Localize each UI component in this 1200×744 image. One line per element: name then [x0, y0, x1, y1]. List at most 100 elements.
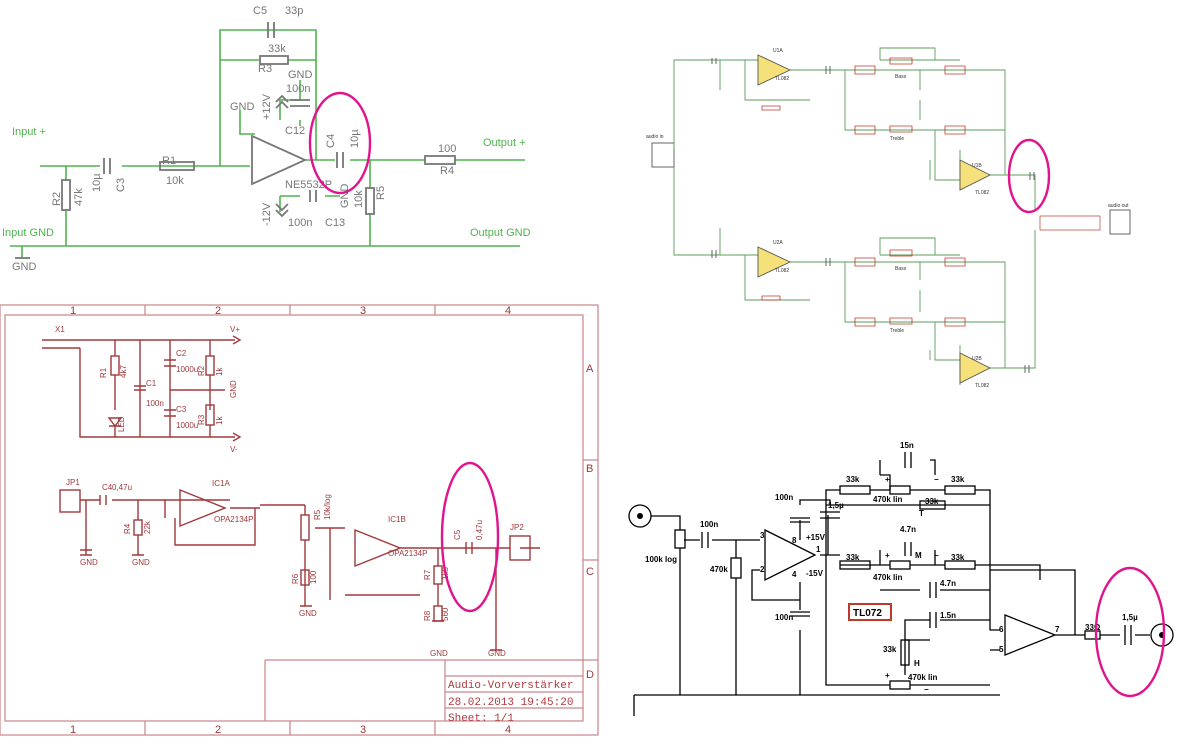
- pin8-label: 8: [792, 536, 797, 545]
- c5-value: 0,47u: [475, 520, 484, 540]
- r2-resistor: [205, 355, 215, 376]
- r4-resistor: [133, 519, 143, 536]
- highlight-c5-circle: [440, 461, 500, 613]
- panel-tl072-tone-control: 15n 33k 33k 470k lin T 100n 1,5µ 33k 100…: [628, 441, 1174, 716]
- c12-capacitor: [290, 99, 310, 107]
- input-jack-center: [637, 513, 643, 519]
- r2-label: R2: [197, 365, 206, 376]
- amp-wires: [80, 499, 540, 650]
- r-33-ohm: [1084, 630, 1101, 640]
- c13-label: C13: [325, 217, 345, 229]
- bass-label-1: Bass: [895, 74, 907, 80]
- c-15n-label: 15n: [900, 441, 914, 450]
- r-33k-f: [900, 639, 910, 666]
- u1a-opamp: [757, 54, 792, 86]
- u2a-opamp: [757, 246, 792, 278]
- pot-t-label: 470k lin: [873, 495, 902, 504]
- r-470k: [730, 557, 742, 579]
- ne5532-opamp: [251, 134, 308, 186]
- frame-col-2-bottom: 2: [215, 724, 221, 736]
- r3-resistor: [259, 55, 289, 65]
- c-4-7n: [904, 542, 937, 598]
- highlight-output-cap-circle-2: [1094, 566, 1166, 698]
- led-label: LED: [117, 416, 126, 432]
- pot-h-label: 470k lin: [908, 673, 937, 682]
- frame-col-2: 2: [215, 305, 221, 317]
- ic1b-label: IC1B: [388, 515, 406, 524]
- channel2-resistors: [761, 249, 966, 327]
- panel-ne5532-preamp: Input + Input GND GND Output + Output GN…: [2, 5, 531, 273]
- minus12v-arrow-icon: [275, 203, 289, 218]
- ic1b-opamp: [354, 528, 402, 568]
- title-block-lines: [264, 659, 583, 721]
- plus12v-arrow-icon: [275, 94, 289, 109]
- title-block-title: Audio-Vorverstärker: [448, 680, 573, 692]
- plus12v-label: +12V: [261, 93, 273, 120]
- c2-value: 1000u: [176, 365, 198, 374]
- sheet-frame-outer: [0, 304, 599, 736]
- output-mix-resistors: [1039, 215, 1101, 231]
- channel1-resistors: [761, 57, 966, 135]
- r6-value: 100: [309, 570, 318, 584]
- c3-capacitor: [103, 158, 111, 174]
- r1-value: 4k7: [119, 365, 128, 378]
- input-plus-label: Input +: [12, 126, 46, 138]
- led-diode: [107, 417, 123, 428]
- u1a-label: U1A: [773, 48, 783, 54]
- u2a-type: TL082: [775, 268, 789, 274]
- jp1-label: JP1: [66, 478, 80, 487]
- u1b-type: TL082: [975, 190, 989, 196]
- frame-row-a: A: [586, 363, 594, 375]
- c-47n-a-label: 4.7n: [900, 525, 916, 534]
- r2-value: 1k: [215, 367, 224, 376]
- r3-value: 1k: [215, 416, 224, 425]
- gnd-jp1-label: GND: [80, 558, 98, 567]
- pot-h-plus: +: [885, 671, 890, 680]
- opamp-2: [1004, 614, 1057, 656]
- frame-col-4-bottom: 4: [505, 724, 511, 736]
- r-33k-f-label: 33k: [883, 645, 897, 654]
- jp1-connector: [59, 489, 81, 513]
- r3-label: R3: [197, 414, 206, 425]
- frame-col-3-bottom: 3: [360, 724, 366, 736]
- u2b-label: U2B: [972, 356, 982, 362]
- psu-wires: [42, 339, 235, 438]
- c4-value: 0,47u: [112, 483, 132, 492]
- r3-value: 33k: [268, 43, 286, 55]
- u1a-type: TL082: [775, 76, 789, 82]
- panel-tl082-tone-control: audio in audio out U1A TL082 Bass Treble…: [646, 47, 1131, 389]
- c-47n-b-label: 4.7n: [940, 579, 956, 588]
- vplus-label: V+: [230, 325, 240, 334]
- jp2-label: JP2: [510, 523, 524, 532]
- c4-label: C4: [102, 483, 113, 492]
- pin1-label: 1: [816, 545, 821, 554]
- ground-rail: [10, 166, 520, 258]
- c4-label: C4: [325, 134, 337, 148]
- u2b-type: TL082: [975, 383, 989, 389]
- frame-ticks: [144, 305, 598, 735]
- r8-value: 560: [441, 607, 450, 621]
- pot-m-minus: −: [934, 551, 939, 560]
- pot-t-plus: +: [885, 475, 890, 484]
- r-33k-e: [944, 560, 976, 570]
- frame-col-1: 1: [70, 305, 76, 317]
- m-label: M: [915, 551, 922, 560]
- pot-h: [889, 680, 911, 690]
- psu-gnd-label: GND: [229, 380, 238, 398]
- c-1-5n: [929, 612, 937, 628]
- frame-row-c: C: [586, 566, 594, 578]
- r5-resistor: [365, 187, 375, 215]
- v-minus-label: -15V: [806, 569, 824, 578]
- r6-label: R6: [291, 573, 300, 584]
- r1-resistor: [159, 161, 195, 171]
- c3-value: 10µ: [91, 173, 103, 192]
- audio-out-label: audio out: [1108, 203, 1129, 209]
- title-block-sheet: Sheet: 1/1: [448, 713, 514, 725]
- r5-value: 10k/log: [323, 494, 332, 520]
- pin2-label: 2: [760, 565, 765, 574]
- r4-label: R4: [440, 165, 454, 177]
- u1b-opamp: [959, 159, 992, 191]
- c2-c3-capacitors: [164, 359, 176, 417]
- c4-capacitor: [336, 152, 344, 168]
